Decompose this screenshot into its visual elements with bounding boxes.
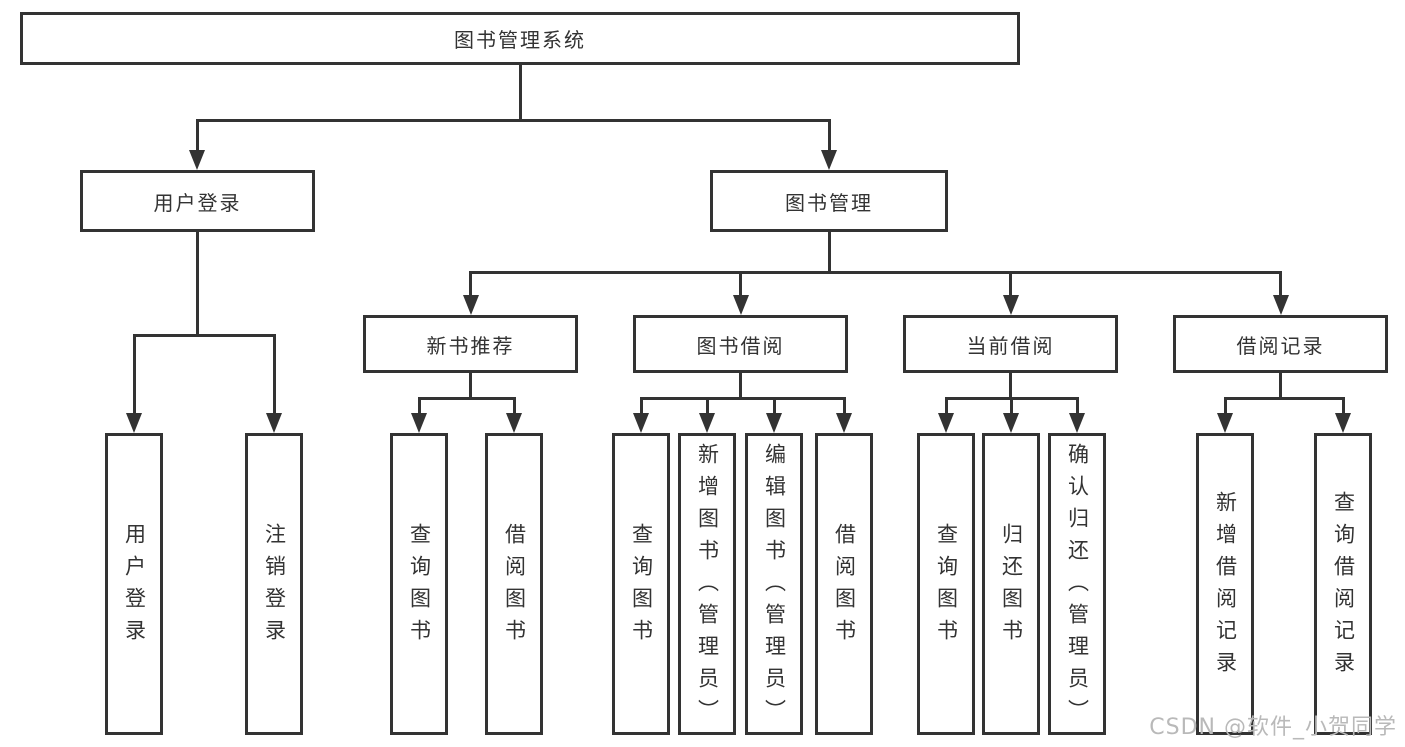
- arrowhead-down-icon: [1272, 295, 1289, 315]
- arrowhead-down-icon: [1335, 413, 1351, 433]
- connector-stem: [1009, 373, 1012, 399]
- arrowhead-down-icon: [411, 413, 427, 433]
- arrowhead-down-icon: [1069, 413, 1085, 433]
- leaf-logout: 注销登录: [245, 433, 303, 735]
- arrowhead-down-icon: [821, 150, 837, 170]
- arrowhead-down-icon: [732, 295, 749, 315]
- arrowhead-down-icon: [126, 413, 142, 433]
- connector-drop: [739, 272, 742, 297]
- node-new-book-recommend: 新书推荐: [363, 315, 578, 373]
- connector-drop: [944, 398, 948, 415]
- connector-drop: [827, 120, 831, 152]
- node-borrow-records: 借阅记录: [1173, 315, 1388, 373]
- connector-bar: [1223, 396, 1345, 400]
- connector-drop: [512, 398, 516, 415]
- leaf-confirm-return-admin: 确认归还（管理员）: [1048, 433, 1106, 735]
- leaf-user-login: 用户登录: [105, 433, 163, 735]
- arrowhead-down-icon: [1003, 413, 1019, 433]
- connector-stem: [469, 373, 472, 399]
- connector-drop: [132, 335, 136, 415]
- node-book-borrow: 图书借阅: [633, 315, 848, 373]
- node-book-management: 图书管理: [710, 170, 948, 232]
- connector-stem: [1279, 373, 1282, 399]
- connector-drop: [417, 398, 421, 415]
- connector-bar: [469, 270, 1282, 274]
- leaf-query-books-current: 查询图书: [917, 433, 975, 735]
- connector-stem: [827, 232, 831, 273]
- connector-stem: [196, 232, 199, 336]
- leaf-query-books-borrow: 查询图书: [612, 433, 670, 735]
- arrowhead-down-icon: [1217, 413, 1233, 433]
- connector-drop: [1075, 398, 1079, 415]
- connector-drop: [272, 335, 276, 415]
- connector-drop: [705, 398, 709, 415]
- node-root-system: 图书管理系统: [20, 12, 1020, 65]
- connector-drop: [1009, 272, 1012, 297]
- connector-drop: [842, 398, 846, 415]
- arrowhead-down-icon: [938, 413, 954, 433]
- connector-bar: [132, 333, 276, 337]
- connector-drop: [1341, 398, 1345, 415]
- arrowhead-down-icon: [633, 413, 649, 433]
- leaf-query-books-recommend: 查询图书: [390, 433, 448, 735]
- leaf-add-borrow-record: 新增借阅记录: [1196, 433, 1254, 735]
- arrowhead-down-icon: [836, 413, 852, 433]
- arrowhead-down-icon: [1002, 295, 1019, 315]
- arrowhead-down-icon: [266, 413, 282, 433]
- connector-drop: [772, 398, 776, 415]
- connector-drop: [1009, 398, 1013, 415]
- connector-bar: [639, 396, 846, 400]
- leaf-add-books-admin: 新增图书（管理员）: [678, 433, 736, 735]
- watermark: CSDN @软件_小贺同学: [1149, 715, 1397, 740]
- arrowhead-down-icon: [189, 150, 205, 170]
- leaf-edit-books-admin: 编辑图书（管理员）: [745, 433, 803, 735]
- arrowhead-down-icon: [462, 295, 479, 315]
- leaf-return-books: 归还图书: [982, 433, 1040, 735]
- connector-bar: [417, 396, 516, 400]
- leaf-borrow-books: 借阅图书: [815, 433, 873, 735]
- arrowhead-down-icon: [699, 413, 715, 433]
- node-current-borrow: 当前借阅: [903, 315, 1118, 373]
- arrowhead-down-icon: [766, 413, 782, 433]
- connector-stem: [518, 65, 522, 120]
- connector-bar: [195, 118, 831, 122]
- connector-drop: [1279, 272, 1282, 297]
- leaf-borrow-books-recommend: 借阅图书: [485, 433, 543, 735]
- connector-stem: [739, 373, 742, 399]
- connector-drop: [1223, 398, 1227, 415]
- connector-drop: [195, 120, 199, 152]
- connector-drop: [469, 272, 472, 297]
- node-user-login: 用户登录: [80, 170, 315, 232]
- leaf-query-borrow-record: 查询借阅记录: [1314, 433, 1372, 735]
- connector-drop: [639, 398, 643, 415]
- arrowhead-down-icon: [506, 413, 522, 433]
